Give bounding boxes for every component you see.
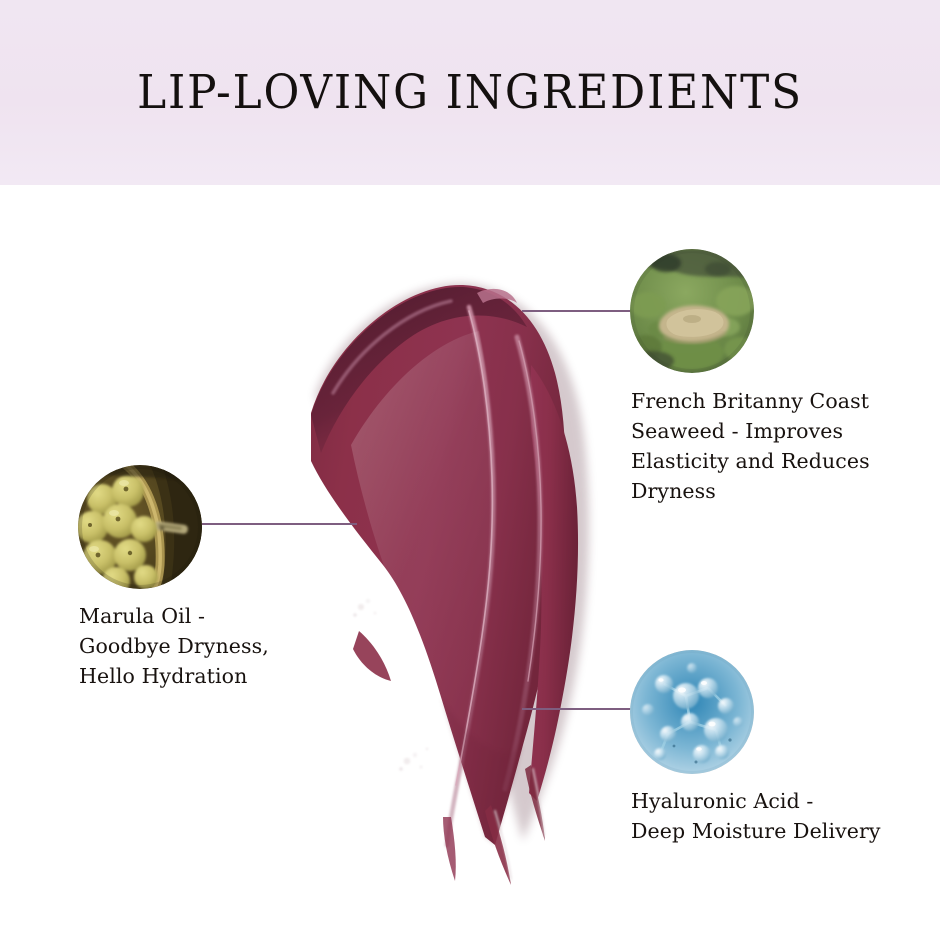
callout-label-hyaluronic: Hyaluronic Acid - Deep Moisture Delivery: [631, 789, 881, 843]
page-title: LIP-LOVING INGREDIENTS: [137, 65, 803, 120]
connector-line-marula: [202, 523, 357, 525]
callout-label-marula: Marula Oil - Goodbye Dryness, Hello Hydr…: [79, 604, 269, 688]
lipstick-swatch: [255, 245, 635, 885]
callout-label-seaweed: French Britanny Coast Seaweed - Improves…: [631, 389, 870, 503]
hyaluronic-molecule-photo-icon: [630, 650, 754, 774]
marula-fruit-photo-icon: [78, 465, 202, 589]
connector-line-seaweed: [522, 310, 632, 312]
connector-line-hyaluronic: [522, 708, 632, 710]
header-band: [0, 0, 940, 185]
seaweed-photo-icon: [630, 249, 754, 373]
